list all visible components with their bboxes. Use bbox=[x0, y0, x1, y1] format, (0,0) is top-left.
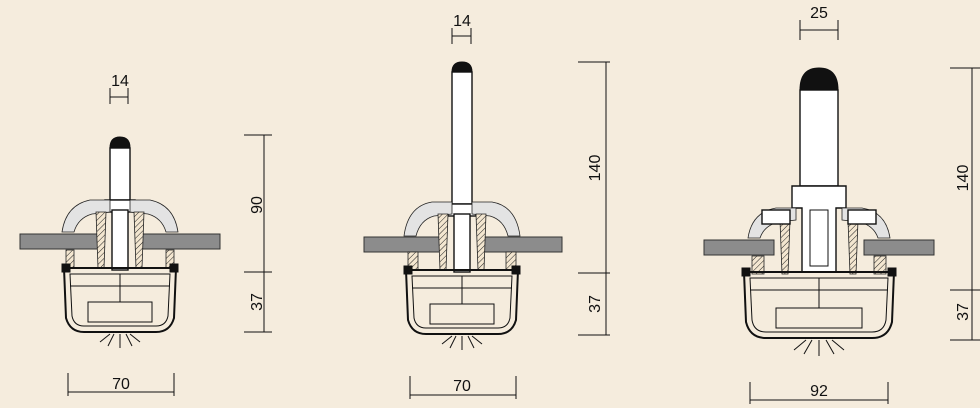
section-1-mullion-body bbox=[61, 263, 179, 348]
section-3-mullion-body bbox=[741, 267, 897, 356]
section-3-top-width-label: 25 bbox=[810, 5, 828, 22]
section-2-height-dimension: 140 37 bbox=[578, 61, 610, 336]
section-1-bottom-dimension: 70 bbox=[67, 373, 175, 396]
section-3-height-dimension: 140 37 bbox=[950, 67, 980, 341]
section-2-bottom-dimension: 70 bbox=[409, 376, 517, 399]
section-2-top-dimension: 14 bbox=[451, 13, 472, 44]
section-3-lower-height-label: 37 bbox=[955, 303, 972, 321]
section-2-drainage-lines bbox=[441, 335, 483, 350]
section-3-clamp bbox=[747, 207, 891, 275]
section-1-lower-height-label: 37 bbox=[249, 293, 266, 311]
section-1-top-dimension: 14 bbox=[109, 73, 129, 104]
section-1-width-label: 70 bbox=[112, 376, 130, 393]
section-2-clamp bbox=[403, 201, 521, 273]
section-3-upper-height-label: 140 bbox=[955, 165, 972, 192]
section-1: 14 bbox=[19, 73, 272, 396]
section-1-clamp bbox=[61, 199, 179, 271]
section-2-glass-left bbox=[363, 236, 445, 253]
section-2-width-label: 70 bbox=[453, 378, 471, 395]
section-3-glass-right bbox=[863, 239, 935, 256]
section-1-drainage-lines bbox=[99, 333, 141, 348]
section-3-width-label: 92 bbox=[810, 383, 828, 400]
section-2-top-width-label: 14 bbox=[453, 13, 471, 30]
section-2-mullion-cap bbox=[447, 61, 477, 217]
section-3-glass-left bbox=[703, 239, 775, 256]
section-3-mullion-cap bbox=[791, 67, 847, 273]
section-1-glass-right bbox=[139, 233, 221, 250]
section-2-glass-right bbox=[481, 236, 563, 253]
section-1-height-dimension: 90 37 bbox=[244, 134, 272, 333]
section-1-upper-height-label: 90 bbox=[249, 196, 266, 214]
section-2-mullion-body bbox=[403, 265, 521, 350]
section-3: 25 bbox=[703, 5, 980, 404]
section-1-top-width-label: 14 bbox=[111, 73, 129, 90]
section-2-lower-height-label: 37 bbox=[587, 295, 604, 313]
section-1-glass-left bbox=[19, 233, 101, 250]
section-3-drainage-lines bbox=[793, 339, 845, 356]
section-3-bottom-dimension: 92 bbox=[749, 382, 889, 404]
section-2: 14 bbox=[363, 13, 610, 399]
section-2-upper-height-label: 140 bbox=[587, 155, 604, 182]
section-3-top-dimension: 25 bbox=[799, 5, 839, 40]
section-1-mullion-cap bbox=[104, 136, 136, 213]
